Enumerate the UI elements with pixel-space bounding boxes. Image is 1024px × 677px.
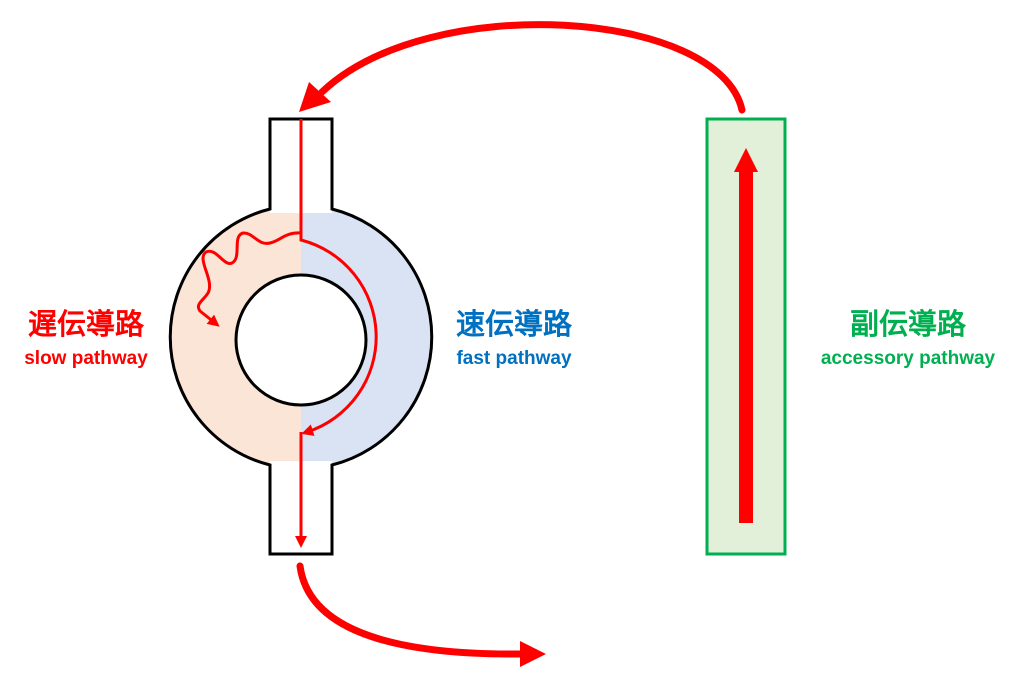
slow-pathway-label-en: slow pathway: [24, 348, 148, 369]
slow-pathway-label-jp: 遅伝導路: [28, 307, 145, 341]
node-outline: [168, 117, 434, 556]
reentry-arrow-head: [299, 82, 331, 112]
fast-path-arrow: [299, 119, 378, 436]
accessory-arrow-head: [734, 148, 758, 172]
accessory-pathway-label-en: accessory pathway: [821, 348, 996, 369]
fast-pathway-label-en: fast pathway: [456, 348, 572, 369]
outflow-arrow-head: [520, 641, 546, 667]
accessory-pathway-label-jp: 副伝導路: [850, 307, 967, 341]
fast-pathway-label-jp: 速伝導路: [456, 307, 573, 341]
outflow-arrow: [296, 562, 526, 658]
slow-path-arrow: [196, 231, 302, 327]
node-hole: [234, 273, 368, 407]
reentry-arrow: [318, 21, 746, 114]
